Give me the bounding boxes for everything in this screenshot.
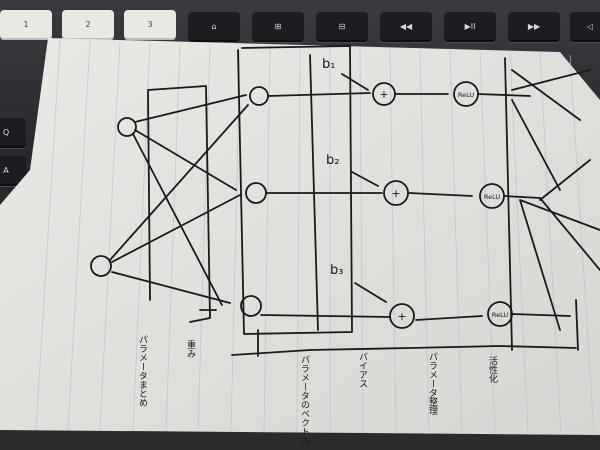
- notebook-page: [0, 38, 600, 435]
- sum-node: [383, 180, 409, 206]
- keyboard-key: ⌂: [188, 12, 240, 42]
- keyboard-key: ⊞: [252, 12, 304, 42]
- annotation-param-vector: パラメータのベクトル: [299, 355, 310, 445]
- relu-label: ReLU: [492, 311, 509, 319]
- network-sketch: [90, 45, 600, 357]
- annotation-params-reshaped: パラメータ整理: [427, 352, 438, 415]
- keyboard-key: ◀◀: [380, 12, 432, 42]
- bias-labels: b₁ b₂ b₃: [322, 57, 343, 278]
- relu-label: ReLU: [458, 91, 475, 99]
- sum-symbols: + + +: [379, 88, 406, 323]
- keyboard-key: ▶▶: [508, 12, 560, 42]
- keyboard-key: ⊟: [316, 12, 368, 42]
- hidden-node: [240, 295, 262, 317]
- keyboard-key: ◁: [570, 12, 600, 42]
- sum-symbol: +: [379, 88, 388, 101]
- relu-labels: ReLU ReLU ReLU: [458, 91, 509, 319]
- annotation-weights: 重み: [185, 339, 196, 358]
- annotation-params: パラメータまとめ: [137, 335, 148, 407]
- keyboard-key: 3: [124, 10, 176, 40]
- annotation-nonlinear: 活性化: [487, 355, 498, 384]
- annotation-bias: バイアス: [357, 352, 368, 388]
- keyboard-key: 2: [62, 10, 114, 40]
- keyboard-key: Q: [0, 118, 26, 148]
- relu-label: ReLU: [484, 193, 501, 201]
- sum-node: [372, 82, 396, 106]
- ruled-lines: [35, 39, 595, 436]
- sum-symbol: +: [391, 187, 400, 200]
- input-node: [117, 117, 137, 137]
- bias-label: b₂: [326, 153, 339, 168]
- sum-node: [389, 303, 415, 329]
- keyboard-key: 1: [0, 10, 52, 40]
- sum-symbol: +: [397, 310, 406, 323]
- bias-label: b₃: [330, 263, 343, 278]
- bias-label: b₁: [322, 57, 335, 72]
- keyboard-key: ▶II: [444, 12, 496, 42]
- input-node: [90, 255, 112, 277]
- handwritten-annotations: パラメータまとめ 重み パラメータのベクトル バイアス パラメータ整理 活性化: [137, 335, 498, 445]
